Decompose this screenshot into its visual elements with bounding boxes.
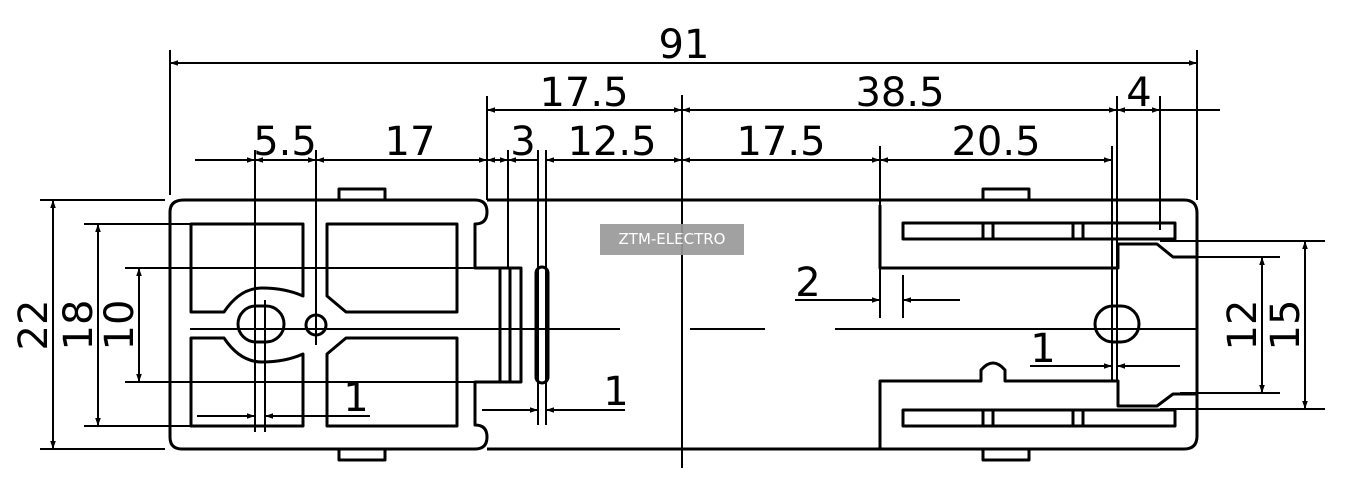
dimension-arrows — [50, 60, 1308, 449]
slot-upper-right — [878, 205, 1197, 270]
dim-5-5: 5.5 — [253, 119, 317, 165]
contact-upper — [901, 221, 1177, 241]
slot-thin — [534, 265, 550, 385]
dim-91: 91 — [659, 22, 710, 68]
dim-12-5: 12.5 — [567, 119, 656, 165]
cavity-top-right — [325, 222, 459, 314]
thin-lines — [40, 50, 1325, 468]
body-outline-right — [487, 198, 1199, 451]
cavity-top-left — [189, 222, 305, 314]
dim-38-5: 38.5 — [855, 70, 944, 116]
dim-1-bottom-left: 1 — [343, 375, 368, 421]
dim-4: 4 — [1126, 70, 1151, 116]
tab-top-left — [337, 187, 387, 202]
dim-1-right: 1 — [1030, 326, 1055, 372]
dim-17-5-right: 17.5 — [736, 119, 825, 165]
dim-1-bottom-mid: 1 — [603, 369, 628, 415]
watermark-label: ZTM-ELECTRO — [600, 224, 744, 255]
dim-3: 3 — [510, 119, 535, 165]
dim-17: 17 — [385, 119, 436, 165]
dimension-labels: 91 17.5 38.5 4 5.5 17 3 12.5 17.5 20.5 2… — [11, 22, 1309, 421]
cavity-bottom-left — [189, 336, 305, 428]
dim-10: 10 — [97, 300, 143, 351]
dim-2: 2 — [795, 260, 820, 306]
dim-20-5: 20.5 — [951, 119, 1040, 165]
dim-17-5-left: 17.5 — [539, 70, 628, 116]
tab-top-right — [981, 187, 1031, 202]
dim-15: 15 — [1263, 300, 1309, 351]
slot-lower-right — [878, 361, 1197, 449]
dim-22: 22 — [11, 300, 57, 351]
dim-18: 18 — [56, 300, 102, 351]
tab-bottom-left — [337, 447, 387, 462]
tab-bottom-right — [981, 447, 1031, 462]
hole-oval-left — [236, 304, 286, 344]
dim-12: 12 — [1220, 300, 1266, 351]
contact-lower — [901, 408, 1177, 428]
body-outline — [168, 198, 523, 451]
